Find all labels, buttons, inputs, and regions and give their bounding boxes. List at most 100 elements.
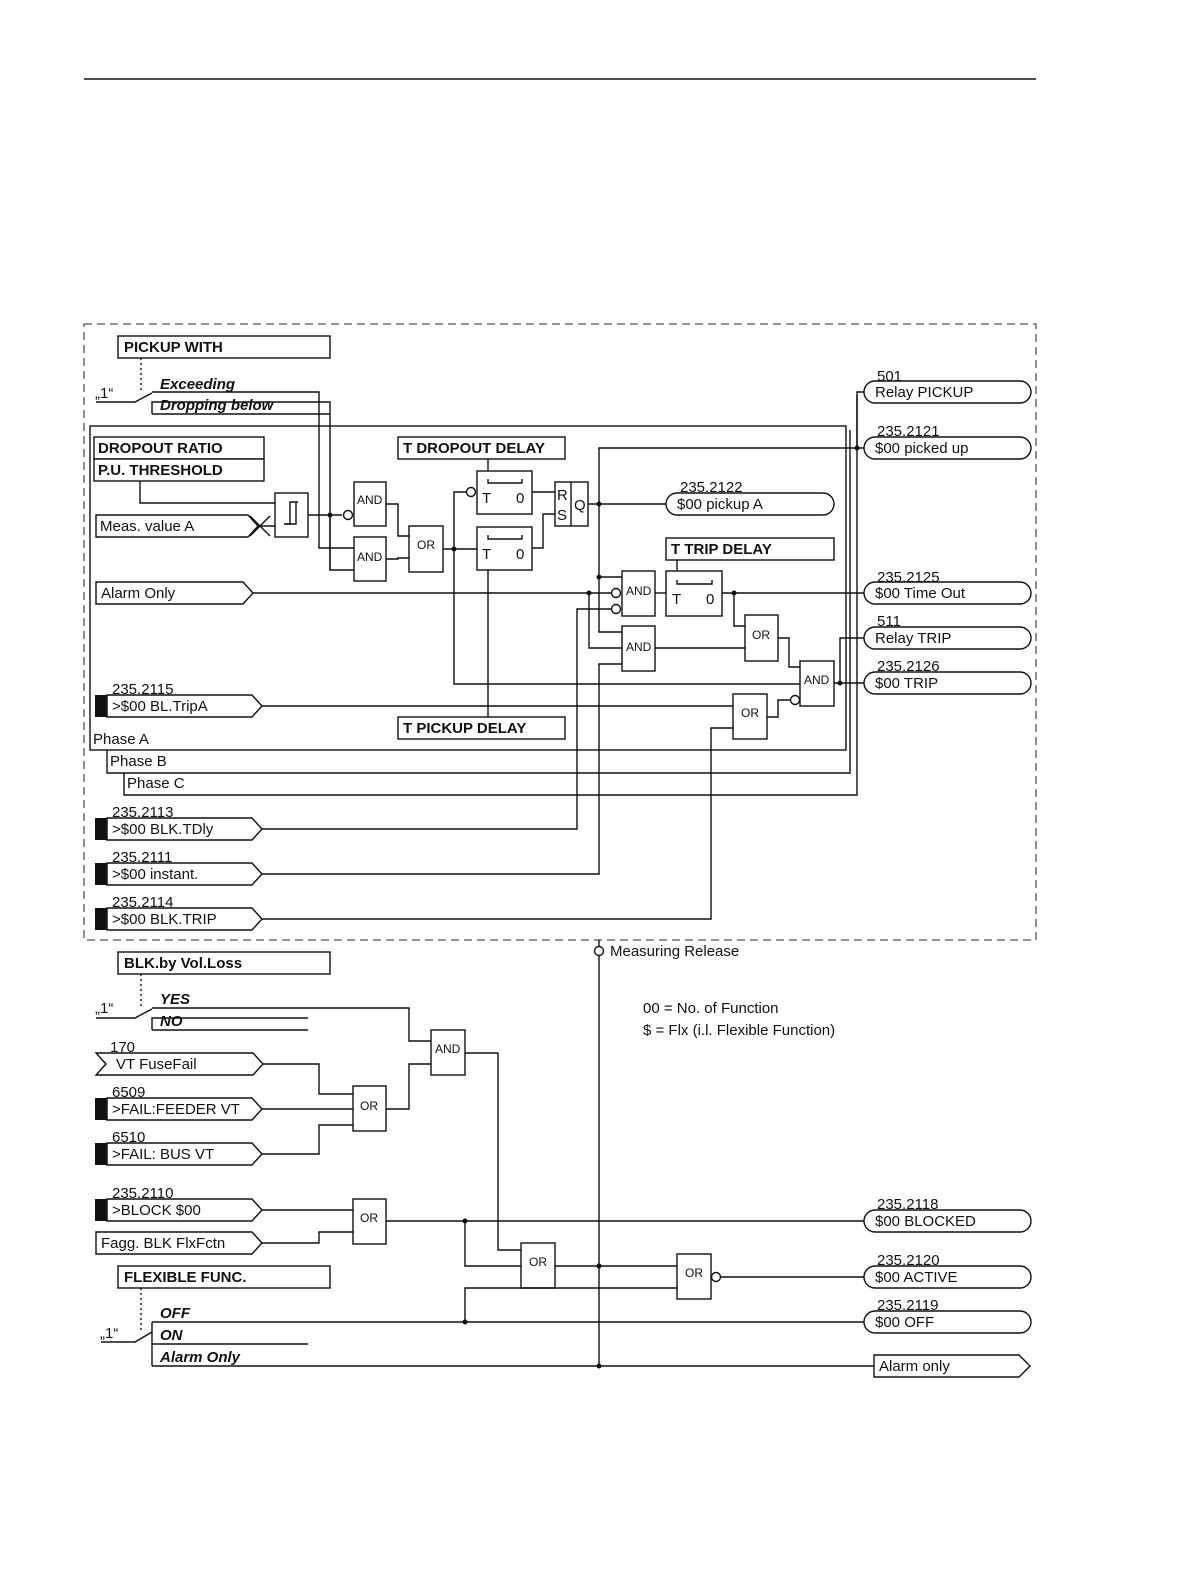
and-gate-5 — [799, 660, 835, 707]
or1-to-and-trip — [453, 549, 800, 685]
instant-label: >$00 instant. — [112, 866, 198, 883]
yes-line — [152, 1007, 431, 1042]
vt-fusefail-input — [94, 1052, 264, 1076]
alarm-only-input — [95, 581, 254, 605]
fail-feeder-label: >FAIL:FEEDER VT — [112, 1101, 240, 1118]
instant-num: 235.2111 — [112, 849, 172, 866]
or-gate-2-label: OR — [752, 628, 770, 642]
vt-fusefail-line — [263, 1063, 353, 1095]
bl-tripa-marker — [95, 695, 107, 717]
rs-to-trip-gates — [598, 504, 622, 633]
pickup-timer — [476, 526, 533, 571]
trip-timer-bar — [676, 580, 713, 585]
or-vt-out — [386, 1063, 431, 1110]
picked-up-num: 235.2121 — [877, 423, 940, 440]
and-gate-1 — [353, 481, 387, 527]
fail-bus-marker — [95, 1143, 107, 1165]
phase-a-label: Phase A — [93, 731, 149, 748]
phase-c-frame — [123, 395, 858, 796]
fail-feeder-num: 6509 — [112, 1084, 145, 1101]
trip-label: $00 TRIP — [875, 675, 938, 692]
instant-input — [106, 862, 263, 886]
off-num: 235.2119 — [877, 1297, 938, 1314]
note-function-number: 00 = No. of Function — [643, 1000, 779, 1017]
and3-invert-a — [610, 587, 622, 599]
or-gate-3 — [732, 693, 768, 740]
pickup-a-output — [665, 492, 835, 516]
hysteresis-symbol-b — [286, 502, 297, 525]
and-vol-out — [465, 1052, 521, 1251]
dropout-timer-invert — [465, 486, 477, 498]
blk-vol-one: „1“ — [95, 1000, 113, 1017]
relay-trip-label: Relay TRIP — [875, 630, 951, 647]
threshold-comparator — [274, 492, 309, 538]
off-to-or — [464, 1287, 677, 1322]
blk-trip-marker — [95, 908, 107, 930]
picked-up-output — [863, 436, 1032, 460]
phase-a-box — [89, 425, 847, 751]
or3-out — [767, 699, 790, 718]
or-gate-active-label: OR — [529, 1255, 547, 1269]
time-out-label: $00 Time Out — [875, 585, 966, 602]
blk-tdly-input — [106, 817, 263, 841]
blk-vol-loss-label: BLK.by Vol.Loss — [124, 955, 242, 972]
trip-timer-zero: 0 — [706, 591, 714, 608]
pu-threshold-box — [93, 458, 265, 482]
and-gate-2 — [353, 536, 387, 582]
or-gate-1-label: OR — [417, 538, 435, 552]
instant-marker — [95, 863, 107, 885]
blocked-num: 235.2118 — [877, 1196, 938, 1213]
bl-tripa-input — [106, 694, 263, 718]
meas-cross-b — [249, 515, 271, 537]
dropout-timer-t: T — [482, 490, 491, 507]
alarm-to-and4 — [588, 593, 622, 649]
function-frame — [83, 323, 1037, 941]
blk-vol-loss-box — [117, 951, 331, 975]
t-pickup-delay-box — [397, 716, 566, 740]
pickup-with-box — [117, 335, 331, 359]
alarm-only-input-label: Alarm Only — [101, 585, 176, 602]
exceeding-line — [152, 391, 354, 549]
active-num: 235.2120 — [877, 1252, 940, 1269]
picked-to-relay — [856, 391, 864, 448]
rs-s: S — [557, 507, 567, 524]
meas-value-input — [95, 514, 259, 538]
or-gate-1 — [408, 525, 444, 573]
flex-switch — [101, 1331, 153, 1343]
fagg-line — [262, 1231, 353, 1244]
blk-trip-label: >$00 BLK.TRIP — [112, 911, 217, 928]
or-gate-vt — [352, 1085, 387, 1132]
blocked-output — [863, 1209, 1032, 1233]
fail-bus-num: 6510 — [112, 1129, 145, 1146]
fail-feeder-marker — [95, 1098, 107, 1120]
t-trip-delay-box — [665, 537, 835, 561]
alarm-only-output — [873, 1354, 1031, 1378]
dropout-ratio-label: DROPOUT RATIO — [98, 440, 223, 457]
and3-invert-b — [610, 603, 622, 615]
pickup-to-rs — [532, 513, 555, 549]
fail-bus-line — [262, 1124, 353, 1155]
and-gate-4-label: AND — [626, 640, 652, 654]
active-output — [863, 1265, 1032, 1289]
dropping-line — [151, 401, 354, 571]
fail-bus-input — [106, 1142, 263, 1166]
trip-num: 235.2126 — [877, 658, 940, 675]
trip-timer — [665, 570, 723, 617]
block-input — [106, 1198, 263, 1222]
blk-tdly-label: >$00 BLK.TDly — [112, 821, 214, 838]
active-label: $00 ACTIVE — [875, 1269, 958, 1286]
flexible-func-box — [117, 1265, 331, 1289]
or-gate-block-label: OR — [360, 1211, 378, 1225]
blk-trip-num: 235.2114 — [112, 894, 173, 911]
fagg-label: Fagg. BLK FlxFctn — [101, 1235, 225, 1252]
rs-q: Q — [574, 497, 586, 514]
rs-to-picked — [598, 447, 864, 504]
and2-out — [386, 557, 409, 560]
phase-b-label: Phase B — [110, 753, 167, 770]
and5-to-relay — [839, 637, 864, 683]
threshold-line — [139, 481, 275, 504]
note-flexible: $ = Flx (i.l. Flexible Function) — [643, 1022, 835, 1039]
blk-tdly-line — [262, 608, 611, 830]
option-yes: YES — [160, 991, 190, 1008]
option-alarm-only: Alarm Only — [159, 1349, 241, 1366]
